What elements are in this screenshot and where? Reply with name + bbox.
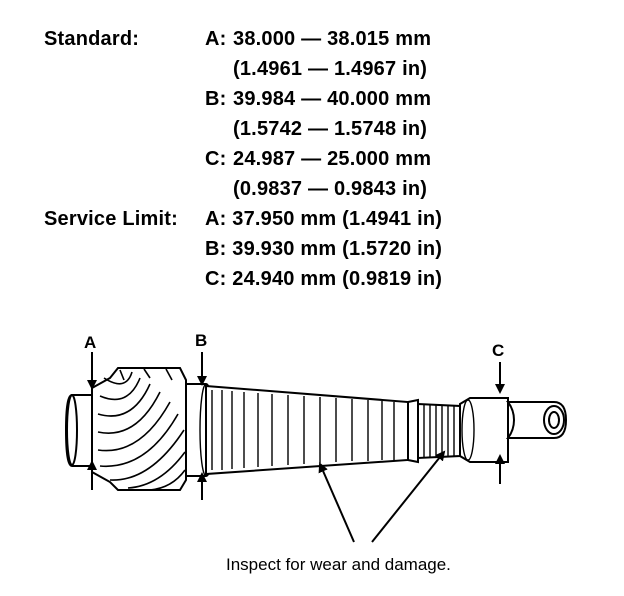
- service-limit-a: A: 37.950 mm (1.4941 in): [205, 208, 443, 230]
- standard-b-inch: (1.5742 — 1.5748 in): [233, 118, 428, 140]
- standard-c-mm: 24.987 — 25.000 mm: [233, 148, 432, 170]
- inspection-caption: Inspect for wear and damage.: [226, 555, 451, 574]
- shaft-end: [506, 401, 568, 439]
- standard-b-mm: 39.984 — 40.000 mm: [233, 88, 432, 110]
- label-b: B: [195, 331, 207, 350]
- leader-collar: [371, 450, 446, 543]
- standard-label: Standard:: [44, 28, 140, 50]
- splined-section: [205, 384, 409, 476]
- standard-a-mm: 38.000 — 38.015 mm: [233, 28, 432, 50]
- standard-c-inch: (0.9837 — 0.9843 in): [233, 178, 428, 200]
- standard-a-inch: (1.4961 — 1.4967 in): [233, 58, 428, 80]
- journal-a: [64, 394, 93, 467]
- journal-c: [459, 397, 509, 463]
- service-limit-b: B: 39.930 mm (1.5720 in): [205, 238, 443, 260]
- standard-c-key: C:: [205, 148, 227, 170]
- label-a: A: [84, 333, 96, 352]
- helical-gear: [91, 367, 187, 491]
- service-limit-c: C: 24.940 mm (0.9819 in): [205, 268, 443, 290]
- standard-a-key: A:: [205, 28, 227, 50]
- leader-splines: [318, 462, 355, 543]
- label-c: C: [492, 341, 504, 360]
- collar-section: [407, 398, 461, 464]
- standard-b-key: B:: [205, 88, 227, 110]
- service-limit-label: Service Limit:: [44, 208, 178, 230]
